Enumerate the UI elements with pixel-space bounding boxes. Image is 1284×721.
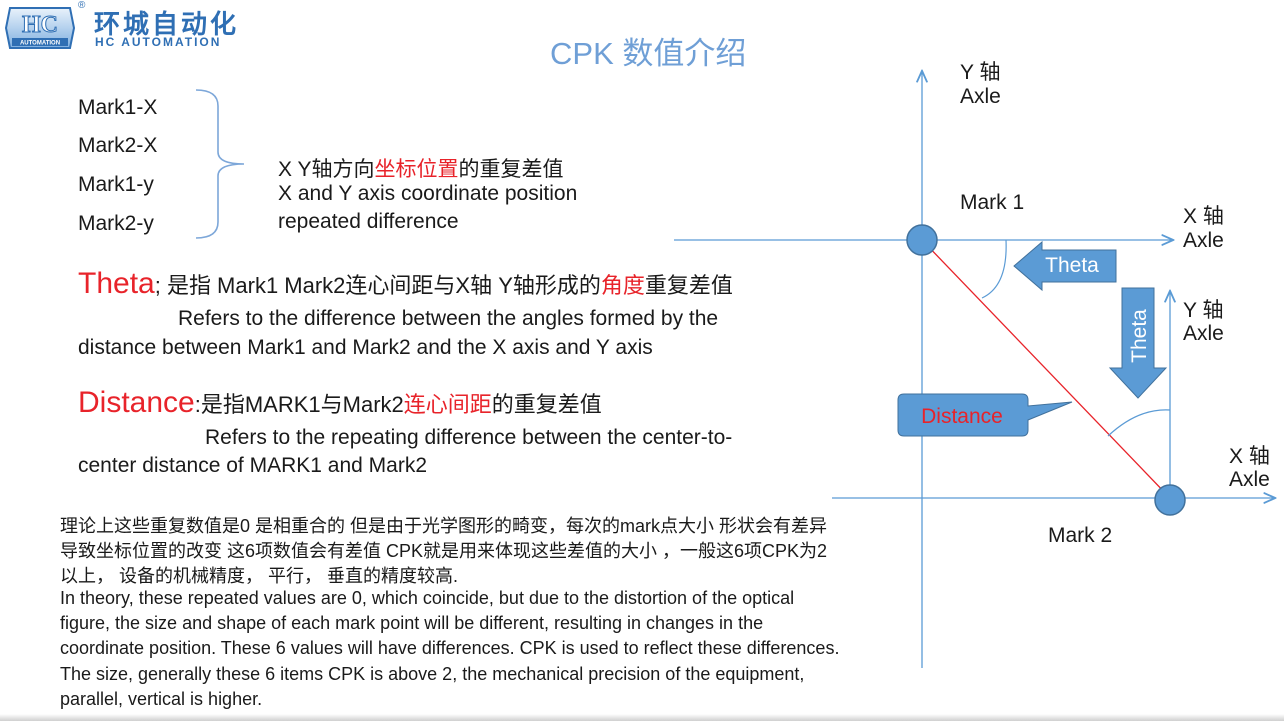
theta-desc-en-1: Refers to the difference between the ang… [178,307,719,330]
mark2-label: Mark 2 [1048,524,1113,547]
theta-arrow-vertical: Theta [1108,287,1168,399]
distance-callout-label: Distance [921,405,1003,428]
mark-item-4: Mark2-y [78,212,154,235]
logo-subtext: AUTOMATION [20,41,60,47]
theory-line-1: 理论上这些重复数值是0 是相重合的 但是由于光学图形的畸变，每次的mark点大小… [60,516,828,536]
theta-desc-en-2: distance between Mark1 and Mark2 and the… [78,336,653,359]
xy-desc-cn: X Y轴方向坐标位置的重复差值 [278,158,564,181]
hc-logo: HC AUTOMATION [4,7,76,49]
y-axis-right-label-cn: Y 轴 [1183,299,1224,322]
theta-arrow-h-label: Theta [1045,254,1099,277]
x-axis-upper-label-cn: X 轴 [1183,205,1224,228]
theory-line-7: The size, generally these 6 items CPK is… [60,664,805,684]
theory-line-2: 导致坐标位置的改变 这6项数值会有差值 CPK就是用来体现这些差值的大小 ，一般… [60,541,828,561]
theory-line-3: 以上， 设备的机械精度， 平行， 垂直的精度较高. [60,566,459,586]
mark-item-2: Mark2-X [78,134,158,157]
brand-name-en: HC AUTOMATION [95,35,222,49]
theta-angle-arc-lower [1107,409,1171,437]
mark1-label: Mark 1 [960,191,1025,214]
theta-desc-cn: ; 是指 Mark1 Mark2连心间距与X轴 Y轴形成的角度重复差值 [154,273,733,298]
y-axis-top-label-en: Axle [960,85,1001,108]
mark-item-3: Mark1-y [78,173,154,196]
theta-title: Theta [78,267,155,300]
brand-name-cn: 环城自动化 [94,10,240,40]
page-title: CPK 数值介绍 [550,36,747,71]
theta-angle-arc-upper [981,239,1007,299]
y-axis-top-label-cn: Y 轴 [960,61,1001,84]
mark-connection-line [921,239,1171,499]
logo-text: HC [22,12,58,38]
theory-line-5: figure, the size and shape of each mark … [60,613,764,633]
distance-callout: Distance [897,393,1073,437]
theory-line-6: coordinate position. These 6 values will… [60,638,840,658]
distance-heading-row: Distance:是指MARK1与Mark2连心间距的重复差值 [78,386,602,420]
xy-desc-en-2: repeated difference [278,210,459,233]
theta-arrow-v-label: Theta [1128,309,1151,363]
theory-line-4: In theory, these repeated values are 0, … [60,588,795,608]
distance-desc-cn: :是指MARK1与Mark2连心间距的重复差值 [194,392,602,417]
x-axis-upper-label-en: Axle [1183,229,1224,252]
x-axis-lower-label-cn: X 轴 [1229,445,1270,468]
bottom-edge [0,714,1284,721]
mark-item-1: Mark1-X [78,96,158,119]
mark2-point [1154,484,1186,516]
theta-arrow-horizontal: Theta [1013,240,1117,292]
distance-desc-en-2: center distance of MARK1 and Mark2 [78,454,428,477]
x-axis-lower-label-en: Axle [1229,468,1270,491]
registered-mark: ® [78,0,86,11]
mark1-point [906,224,938,256]
theta-heading-row: Theta; 是指 Mark1 Mark2连心间距与X轴 Y轴形成的角度重复差值 [78,267,733,301]
distance-title: Distance [78,386,195,419]
brace-icon [196,89,245,239]
y-axis-right-label-en: Axle [1183,322,1224,345]
coordinate-diagram: Theta Theta Distance [674,60,1280,668]
distance-desc-en-1: Refers to the repeating difference betwe… [205,426,733,449]
xy-desc-en-1: X and Y axis coordinate position [278,182,578,205]
theory-line-8: parallel, vertical is higher. [60,689,263,709]
